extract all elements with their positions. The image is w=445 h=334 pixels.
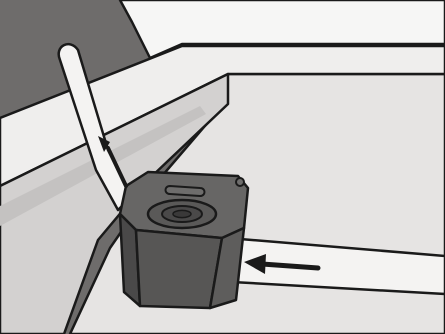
socket-hole <box>173 210 191 217</box>
buckle-block-front <box>136 230 222 308</box>
buckle-slot-icon <box>166 186 205 196</box>
corner-pin-icon <box>236 178 244 186</box>
